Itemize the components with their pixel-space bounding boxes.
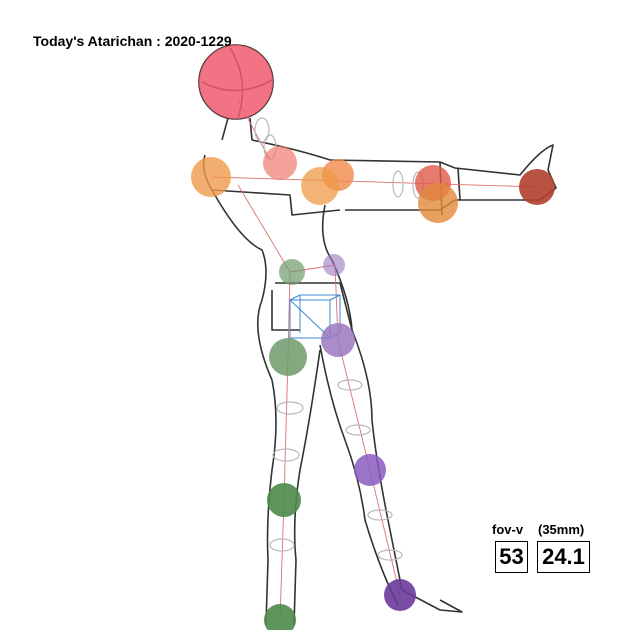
skeleton-lines [211,99,541,621]
hip-right-upper-joint [323,254,345,276]
joint-rings [254,117,424,561]
focal-length-label: (35mm) [538,522,585,537]
hand-joint [519,169,555,205]
ankle-left-joint [264,604,296,630]
wrist-joint [418,183,458,223]
fov-value-box[interactable]: 53 [495,541,528,573]
joints [191,45,555,630]
fov-label: fov-v [492,522,524,537]
page-title: Today's Atarichan : 2020-1229 [33,33,232,49]
focal-length-value-box[interactable]: 24.1 [537,541,590,573]
chest-joint [263,146,297,180]
elbow-left-joint [301,167,339,205]
hip-left-joint [269,338,307,376]
hip-right-joint [321,323,355,357]
shoulder-left-joint [191,157,231,197]
figure-outline [198,44,557,626]
knee-left-joint [267,483,301,517]
hip-left-upper-joint [279,259,305,285]
ankle-right-joint [384,579,416,611]
knee-right-joint [354,454,386,486]
head-joint [199,45,273,119]
